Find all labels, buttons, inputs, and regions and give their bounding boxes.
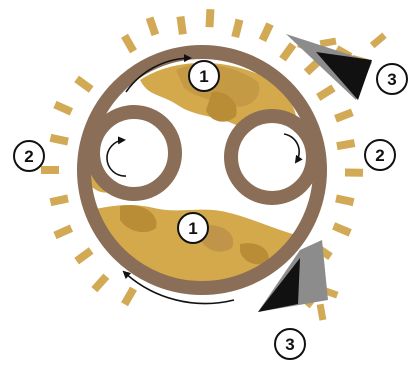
svg-text:2: 2 [24, 147, 33, 166]
particle-strip [205, 9, 214, 27]
particle-strip [50, 134, 69, 146]
particle-strip [53, 101, 73, 116]
particle-strip [332, 222, 352, 236]
material-chip [317, 304, 327, 321]
particle-strip [231, 19, 243, 38]
particle-strip [41, 166, 59, 174]
svg-text:1: 1 [199, 67, 208, 86]
svg-text:3: 3 [387, 70, 396, 89]
particle-strip [345, 168, 363, 176]
callout-bottom: 1 [178, 213, 208, 243]
particle-strip [91, 274, 109, 293]
material-chip [370, 33, 387, 49]
particle-strip [336, 139, 355, 150]
particle-strip [74, 76, 93, 93]
particle-strip [316, 85, 336, 101]
particle-strip [74, 247, 93, 264]
particle-strip [334, 109, 354, 123]
callout-top-right: 3 [377, 64, 407, 94]
right-roller [231, 116, 313, 198]
particle-strip [121, 287, 137, 307]
svg-text:1: 1 [188, 219, 197, 238]
callout-bottom-right: 3 [275, 329, 305, 359]
particle-strip [121, 34, 137, 54]
svg-text:2: 2 [375, 146, 384, 165]
svg-text:3: 3 [285, 335, 294, 354]
particle-strip [50, 195, 69, 207]
particle-strip [279, 42, 296, 61]
particle-strip [176, 16, 186, 35]
particle-strip [335, 195, 354, 207]
callout-right: 2 [365, 140, 395, 170]
left-roller [93, 112, 175, 194]
particle-strip [259, 22, 274, 42]
particle-strip [146, 16, 159, 36]
callout-left: 2 [14, 141, 44, 171]
callout-top: 1 [189, 61, 219, 91]
particle-strip [53, 224, 73, 239]
